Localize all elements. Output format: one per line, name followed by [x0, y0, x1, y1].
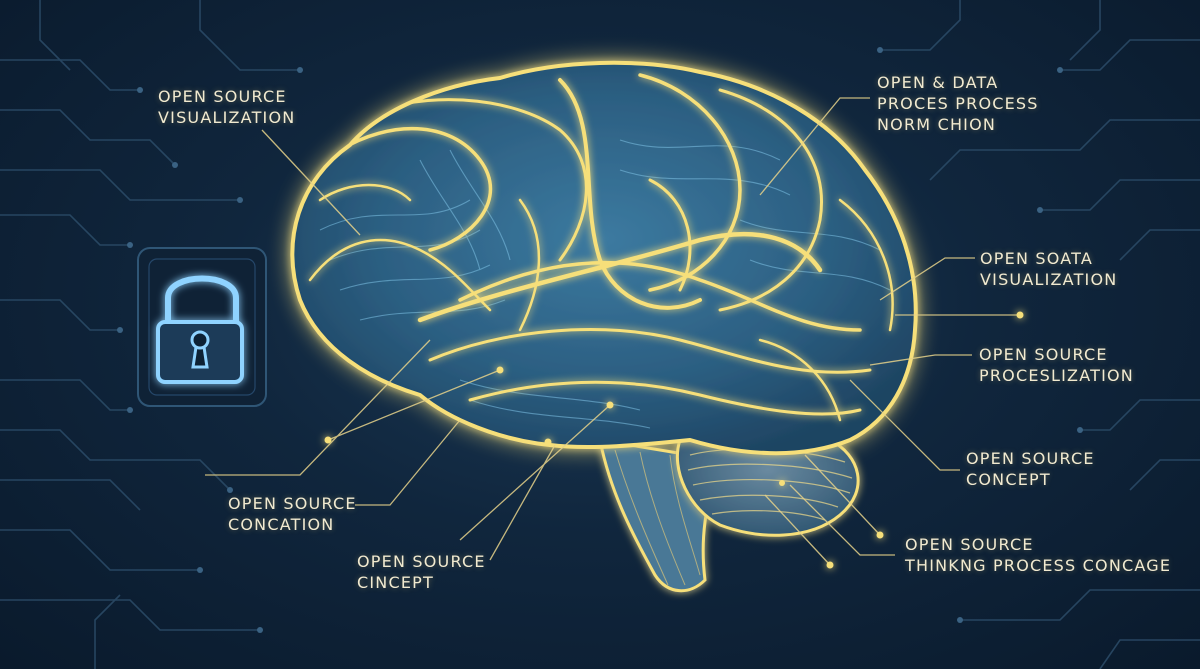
leader-right-4c [764, 494, 831, 566]
label-bottom-left-1: OPEN SOURCE CONCATION [228, 493, 357, 535]
label-line: OPEN & DATA [877, 73, 999, 92]
label-top-left: OPEN SOURCE VISUALIZATION [158, 86, 295, 128]
leader-right-3 [849, 379, 960, 471]
leader-dots [324, 311, 1024, 569]
leader-right-4b [804, 454, 881, 536]
label-right-1: OPEN SOATA VISUALIZATION [980, 248, 1117, 290]
leader-right-2 [869, 354, 972, 366]
leader-bottom-left-1c [355, 419, 461, 506]
label-line: OPEN SOURCE [905, 535, 1034, 554]
leader-right-4 [789, 484, 895, 556]
label-line: VISUALIZATION [980, 270, 1118, 289]
label-line: OPEN SOATA [980, 249, 1094, 268]
label-right-3: OPEN SOURCE CONCEPT [966, 448, 1095, 490]
cerebrum [290, 60, 918, 456]
leader-top-right [759, 97, 870, 196]
label-line: NORM CHION [877, 115, 997, 134]
label-line: OPEN SOURCE [357, 552, 486, 571]
label-line: CONCATION [228, 515, 335, 534]
label-line: OPEN SOURCE [158, 87, 287, 106]
label-line: CONCEPT [966, 470, 1051, 489]
circuit-nodes [117, 47, 1083, 633]
leader-lines [205, 97, 1020, 566]
label-top-right: OPEN & DATA PROCES PROCESS NORM CHION [877, 72, 1039, 135]
lock-icon [137, 247, 267, 407]
label-right-2: OPEN SOURCE PROCESLIZATION [979, 344, 1134, 386]
label-line: PROCESLIZATION [979, 366, 1134, 385]
leader-bottom-left-1 [205, 339, 431, 476]
label-line: OPEN SOURCE [228, 494, 357, 513]
label-line: OPEN SOURCE [979, 345, 1108, 364]
label-line: THINKNG PROCESS CONCAGE [905, 556, 1172, 575]
label-bottom-left-2: OPEN SOURCE CINCEPT [357, 551, 486, 593]
label-right-4: OPEN SOURCE THINKNG PROCESS CONCAGE [905, 534, 1171, 576]
leader-top-left [261, 129, 361, 236]
leader-bottom-left-2b [459, 404, 611, 541]
label-line: VISUALIZATION [158, 108, 296, 127]
label-line: OPEN SOURCE [966, 449, 1095, 468]
leader-right-1 [879, 257, 975, 301]
label-line: CINCEPT [357, 573, 434, 592]
leader-bottom-left-2 [489, 444, 556, 561]
leader-bottom-left-1b [327, 369, 501, 441]
label-line: PROCES PROCESS [877, 94, 1039, 113]
